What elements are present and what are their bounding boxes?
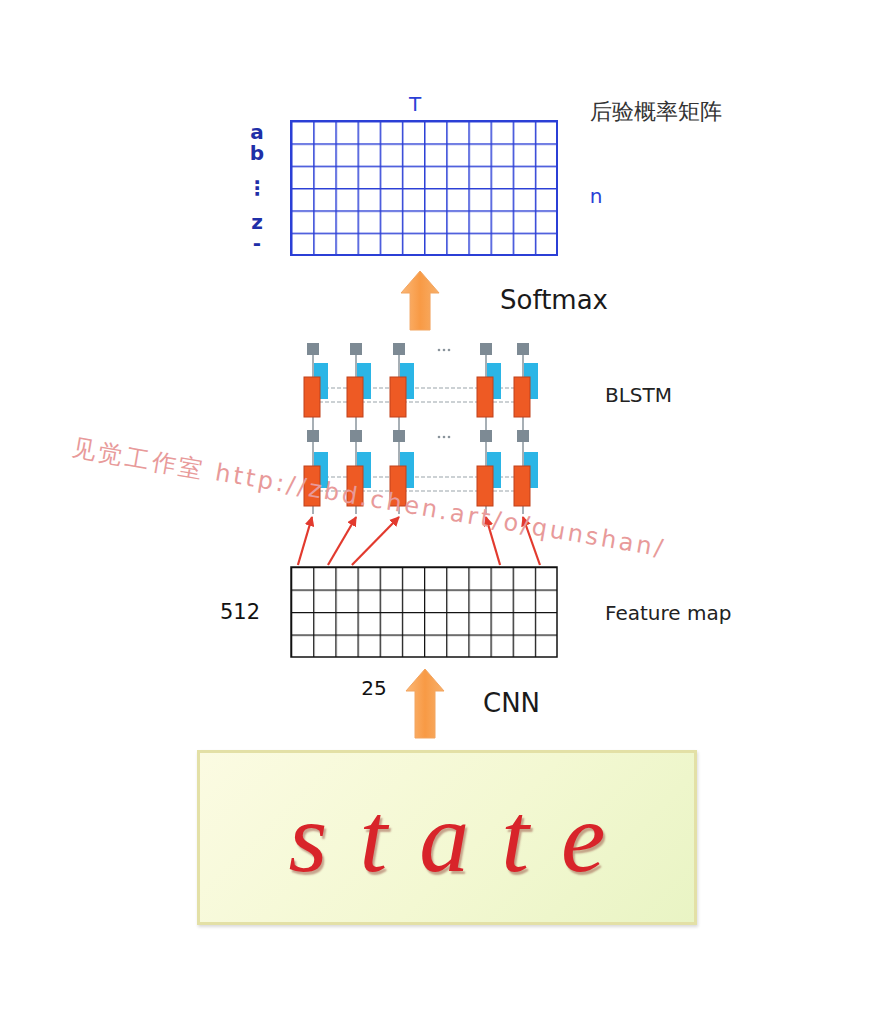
row-label: z: [251, 210, 263, 234]
row-label: b: [250, 141, 264, 165]
feature-map-grid: [291, 567, 557, 657]
watermark: 见觉工作室 http://zbd.chen.art/o/qunshan/: [70, 434, 668, 564]
layer-label: CNN: [483, 688, 540, 719]
dimension-label: T: [409, 92, 421, 116]
softmax-arrow: [401, 271, 439, 330]
feature-arrow: [352, 517, 399, 565]
posterior-matrix: 后验概率矩阵: [291, 121, 557, 255]
cnn-arrow: [406, 669, 444, 738]
feature-arrow: [328, 517, 356, 565]
input-word: state: [257, 778, 638, 898]
input-image-box: state: [197, 750, 697, 925]
feature-arrow: [298, 517, 312, 565]
layer-name: Feature map: [605, 601, 731, 625]
row-label: -: [253, 231, 261, 255]
dimension-label: 512: [220, 600, 260, 625]
block-arrow: [406, 669, 444, 738]
block-arrow: [401, 271, 439, 330]
row-label: ⋮: [247, 176, 267, 200]
posterior-matrix-grid: [291, 121, 557, 255]
dimension-label: n: [590, 184, 603, 208]
layer-name: BLSTM: [605, 383, 672, 407]
layer-label: Softmax: [500, 285, 608, 316]
ellipsis-dots: [438, 349, 451, 439]
dimension-label: 25: [361, 676, 386, 700]
feature-map: Feature map: [291, 567, 557, 657]
row-label: a: [250, 120, 264, 144]
matrix-title: 后验概率矩阵: [590, 99, 722, 125]
